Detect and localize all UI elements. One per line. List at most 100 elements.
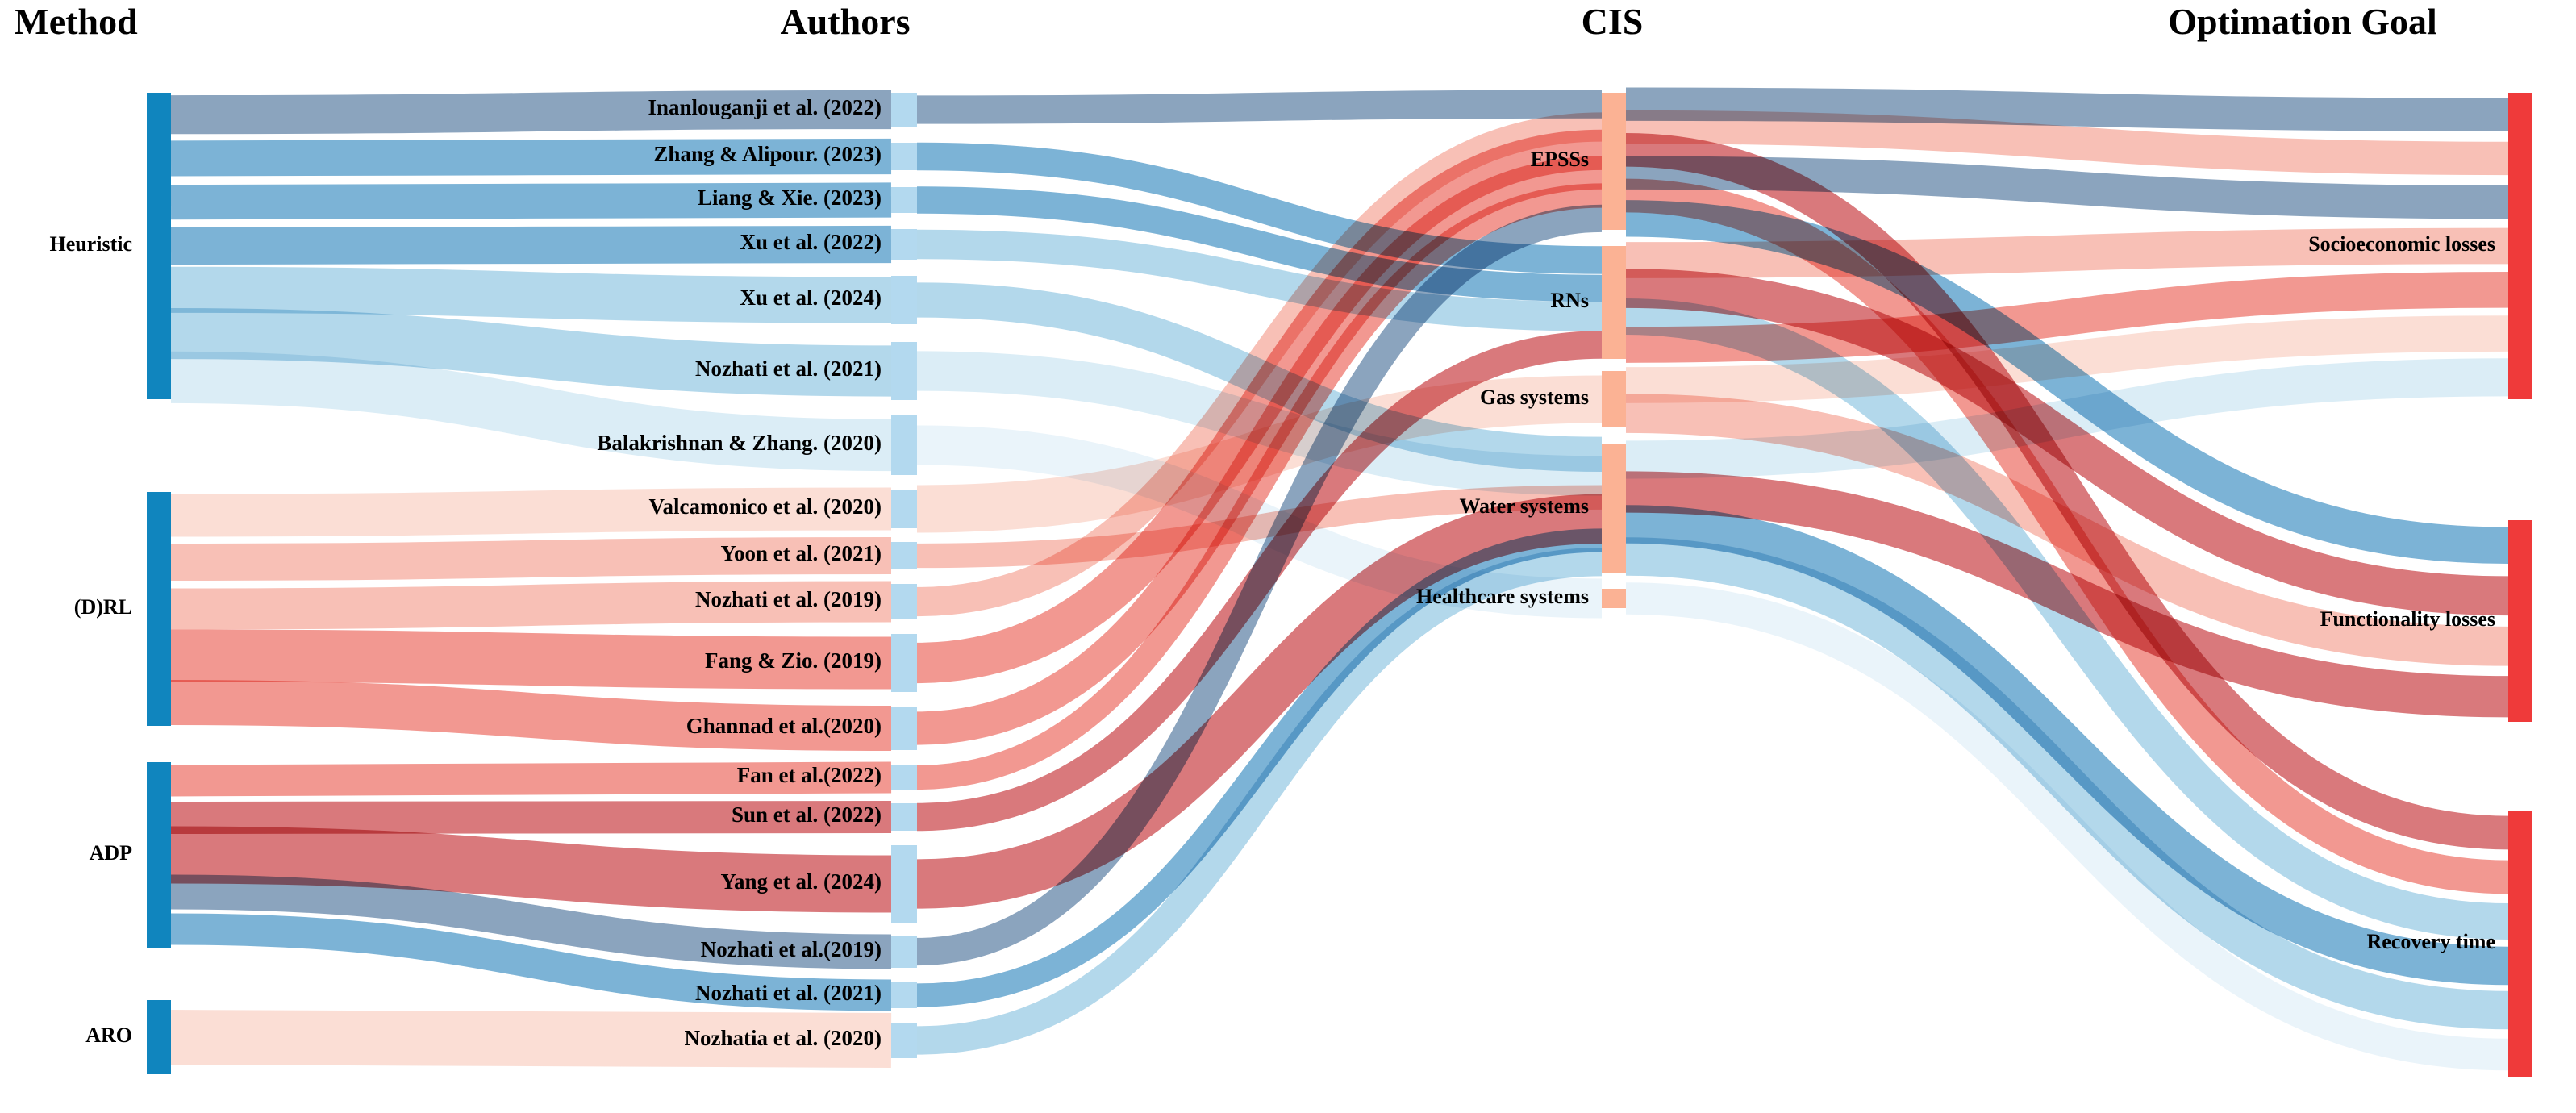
sankey-node-fan2022[interactable] [891, 765, 917, 790]
sankey-link-heuristic-to-xu2022 [170, 225, 892, 265]
sankey-link-adp-to-yang2024 [170, 826, 892, 913]
author-label-liang_xie2023: Liang & Xie. (2023) [698, 186, 882, 210]
sankey-link-xu2022-to-rns [916, 229, 1603, 331]
sankey-link-water-to-recovery [1625, 537, 2509, 1030]
sankey-node-ghannad2020[interactable] [891, 707, 917, 750]
node-label-water: Water systems [1459, 494, 1589, 518]
sankey-link-heuristic-to-balakrishnan2020 [170, 351, 892, 472]
column-header-goal: Optimation Goal [2168, 1, 2437, 42]
author-label-nozhati2019b: Nozhati et al.(2019) [701, 937, 882, 961]
sankey-node-nozhati2019a[interactable] [891, 584, 917, 619]
sankey-node-epsss[interactable] [1602, 93, 1626, 230]
sankey-node-valcamonico2020[interactable] [891, 490, 917, 528]
sankey-node-xu2022[interactable] [891, 229, 917, 260]
author-label-ghannad2020: Ghannad et al.(2020) [686, 714, 882, 738]
sankey-node-sun2022[interactable] [891, 803, 917, 831]
sankey-node-nozhati2021b[interactable] [891, 982, 917, 1008]
sankey-link-gas-to-functionality [1625, 394, 2509, 666]
author-label-zhang_alipour2023: Zhang & Alipour. (2023) [653, 142, 882, 166]
sankey-link-heuristic-to-xu2024 [170, 266, 892, 323]
sankey-node-recovery[interactable] [2508, 811, 2532, 1077]
sankey-link-yoon2021-to-water [916, 485, 1603, 569]
links-method-authors-group [170, 90, 892, 1068]
node-label-recovery: Recovery time [2366, 930, 2495, 953]
sankey-link-aro-to-nozhatia2020 [170, 1010, 892, 1068]
sankey-link-heuristic-to-nozhati2021a [170, 308, 892, 397]
author-label-nozhati2019a: Nozhati et al. (2019) [695, 587, 882, 611]
sankey-link-rns-to-socioeconomic [1625, 271, 2509, 363]
node-label-gas: Gas systems [1480, 386, 1589, 409]
sankey-link-adp-to-sun2022 [170, 801, 892, 834]
sankey-link-water-to-recovery [1625, 505, 2509, 986]
sankey-link-adp-to-fan2022 [170, 761, 892, 797]
links-authors-cis-group [916, 90, 1603, 1055]
sankey-node-xu2024[interactable] [891, 276, 917, 324]
sankey-node-socioeconomic[interactable] [2508, 93, 2532, 399]
sankey-link-ghannad2020-to-epsss [916, 156, 1603, 745]
node-label-aro: ARO [85, 1023, 132, 1047]
sankey-node-heuristic[interactable] [147, 93, 171, 399]
sankey-node-fang_zio2019[interactable] [891, 634, 917, 692]
column-header-method: Method [14, 1, 138, 42]
sankey-link-drl-to-ghannad2020 [170, 680, 892, 751]
sankey-node-nozhati2021a[interactable] [891, 342, 917, 400]
sankey-node-healthcare[interactable] [1602, 589, 1626, 608]
sankey-node-liang_xie2023[interactable] [891, 187, 917, 213]
author-label-yang2024: Yang et al. (2024) [721, 869, 882, 894]
sankey-link-water-to-socioeconomic [1625, 358, 2509, 479]
sankey-link-epsss-to-socioeconomic [1625, 87, 2509, 131]
node-label-heuristic: Heuristic [49, 232, 132, 256]
node-label-rns: RNs [1550, 289, 1589, 312]
sankey-node-adp[interactable] [147, 762, 171, 948]
sankey-node-balakrishnan2020[interactable] [891, 415, 917, 475]
column-header-authors: Authors [780, 1, 910, 42]
sankey-node-nozhatia2020[interactable] [891, 1023, 917, 1058]
author-label-yoon2021: Yoon et al. (2021) [721, 541, 882, 565]
sankey-link-epsss-to-recovery [1625, 132, 2509, 850]
sankey-node-nozhati2019b[interactable] [891, 936, 917, 968]
sankey-link-drl-to-fang_zio2019 [170, 629, 892, 690]
sankey-link-heuristic-to-liang_xie2023 [170, 182, 892, 220]
sankey-link-yang2024-to-water [916, 494, 1603, 909]
sankey-link-nozhati2019b-to-epsss [916, 204, 1603, 966]
sankey-link-fan2022-to-epsss [916, 183, 1603, 790]
author-label-xu2022: Xu et al. (2022) [740, 230, 882, 254]
author-label-balakrishnan2020: Balakrishnan & Zhang. (2020) [597, 431, 882, 455]
sankey-link-nozhati2021b-to-water [916, 528, 1603, 1007]
author-label-fang_zio2019: Fang & Zio. (2019) [705, 648, 882, 673]
sankey-node-rns[interactable] [1602, 246, 1626, 359]
node-label-drl: (D)RL [74, 595, 132, 619]
sankey-link-adp-to-nozhati2019b [170, 874, 892, 969]
sankey-node-yoon2021[interactable] [891, 542, 917, 569]
node-label-functionality: Functionality losses [2320, 607, 2495, 631]
author-label-valcamonico2020: Valcamonico et al. (2020) [649, 494, 882, 519]
node-label-healthcare: Healthcare systems [1416, 585, 1589, 608]
node-label-epsss: EPSSs [1531, 148, 1589, 171]
sankey-link-epsss-to-socioeconomic [1625, 156, 2509, 219]
sankey-node-water[interactable] [1602, 444, 1626, 573]
sankey-node-functionality[interactable] [2508, 520, 2532, 722]
sankey-node-inanlouganji2022[interactable] [891, 93, 917, 127]
sankey-link-drl-to-yoon2021 [170, 537, 892, 581]
author-label-sun2022: Sun et al. (2022) [732, 802, 882, 827]
sankey-link-liang_xie2023-to-rns [916, 186, 1603, 302]
node-label-socioeconomic: Socioeconomic losses [2308, 232, 2495, 256]
sankey-node-gas[interactable] [1602, 371, 1626, 427]
sankey-node-zhang_alipour2023[interactable] [891, 143, 917, 170]
sankey-node-drl[interactable] [147, 492, 171, 726]
sankey-link-water-to-functionality [1625, 471, 2509, 718]
sankey-link-drl-to-nozhati2019a [170, 581, 892, 630]
sankey-node-yang2024[interactable] [891, 845, 917, 923]
sankey-link-rns-to-socioeconomic [1625, 227, 2509, 278]
sankey-link-inanlouganji2022-to-epsss [916, 90, 1603, 124]
sankey-link-fang_zio2019-to-epsss [916, 129, 1603, 684]
sankey-link-gas-to-socioeconomic [1625, 315, 2509, 403]
sankey-link-epsss-to-functionality [1625, 200, 2509, 564]
sankey-link-heuristic-to-zhang_alipour2023 [170, 138, 892, 177]
sankey-node-aro[interactable] [147, 1000, 171, 1074]
sankey-link-epsss-to-socioeconomic [1625, 110, 2509, 176]
